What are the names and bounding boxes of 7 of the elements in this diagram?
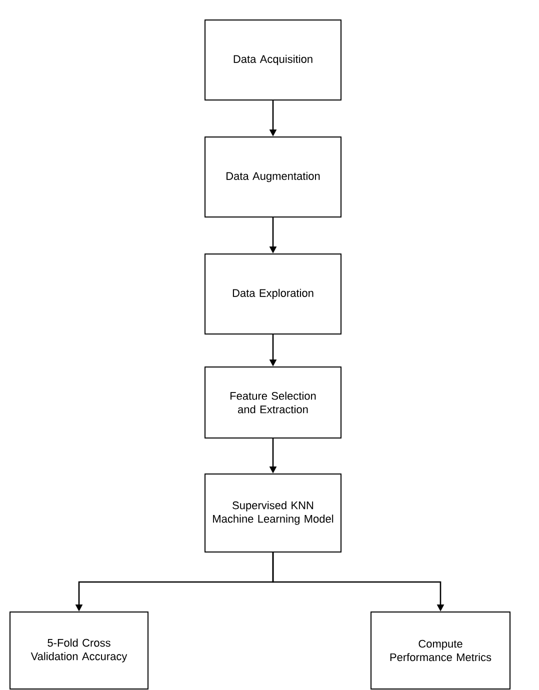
process-box: Supervised KNN Machine Learning Model bbox=[204, 474, 342, 552]
process-box: Compute Performance Metrics bbox=[370, 612, 510, 690]
process-box: Data Augmentation bbox=[204, 136, 342, 218]
process-box: Feature Selection and Extraction bbox=[204, 366, 342, 438]
process-box: Data Acquisition bbox=[204, 20, 342, 100]
process-box: Data Exploration bbox=[204, 254, 342, 334]
process-box: 5-Fold Cross Validation Accuracy bbox=[10, 612, 148, 690]
